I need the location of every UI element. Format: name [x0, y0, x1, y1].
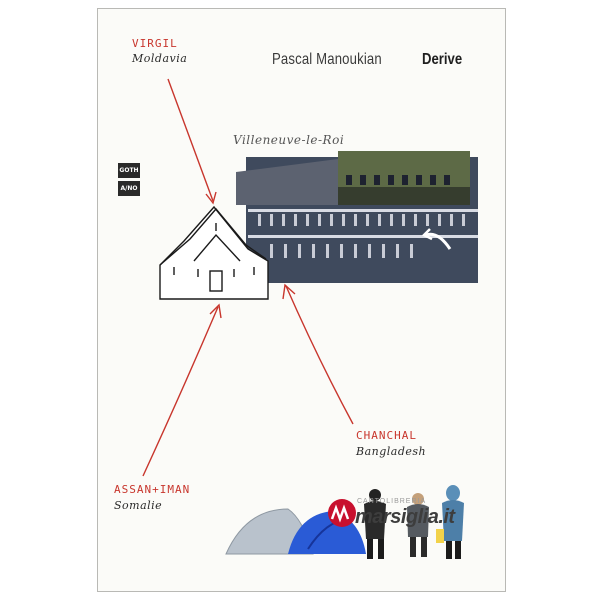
character-country-bangladesh: Bangladesh [356, 445, 427, 458]
watermark-logo [328, 499, 356, 527]
arrow-chanchal [285, 285, 354, 425]
arrows [142, 78, 354, 477]
place-label: Villeneuve-le-Roi [233, 133, 345, 147]
character-name-chanchal: CHANCHAL [356, 429, 417, 442]
character-name-assan-iman: ASSAN+IMAN [114, 483, 191, 496]
camp-drawing [225, 485, 464, 559]
cover-illustration [142, 78, 478, 559]
watermark-small-text: CARTOLIBRERIA [357, 498, 427, 505]
person-2 [407, 493, 429, 557]
series-badge-bottom: A/NO [118, 181, 140, 196]
author-name: Pascal Manoukian [272, 51, 382, 68]
series-badge-top: GOTH [118, 163, 140, 178]
watermark-brand-text: marsiglia.it [355, 506, 455, 528]
church-drawing [159, 205, 269, 300]
arrow-assan [142, 306, 219, 477]
book-title: Derive [422, 51, 463, 68]
arrow-virgil [167, 78, 214, 202]
character-country-moldavia: Moldavia [132, 52, 188, 65]
book-cover: VIRGIL Moldavia Pascal Manoukian Derive … [97, 8, 506, 592]
person-3 [436, 485, 464, 559]
character-country-somalie: Somalie [114, 499, 163, 512]
factory-drawing [236, 151, 478, 283]
person-1 [364, 489, 386, 559]
character-name-virgil: VIRGIL [132, 37, 178, 50]
